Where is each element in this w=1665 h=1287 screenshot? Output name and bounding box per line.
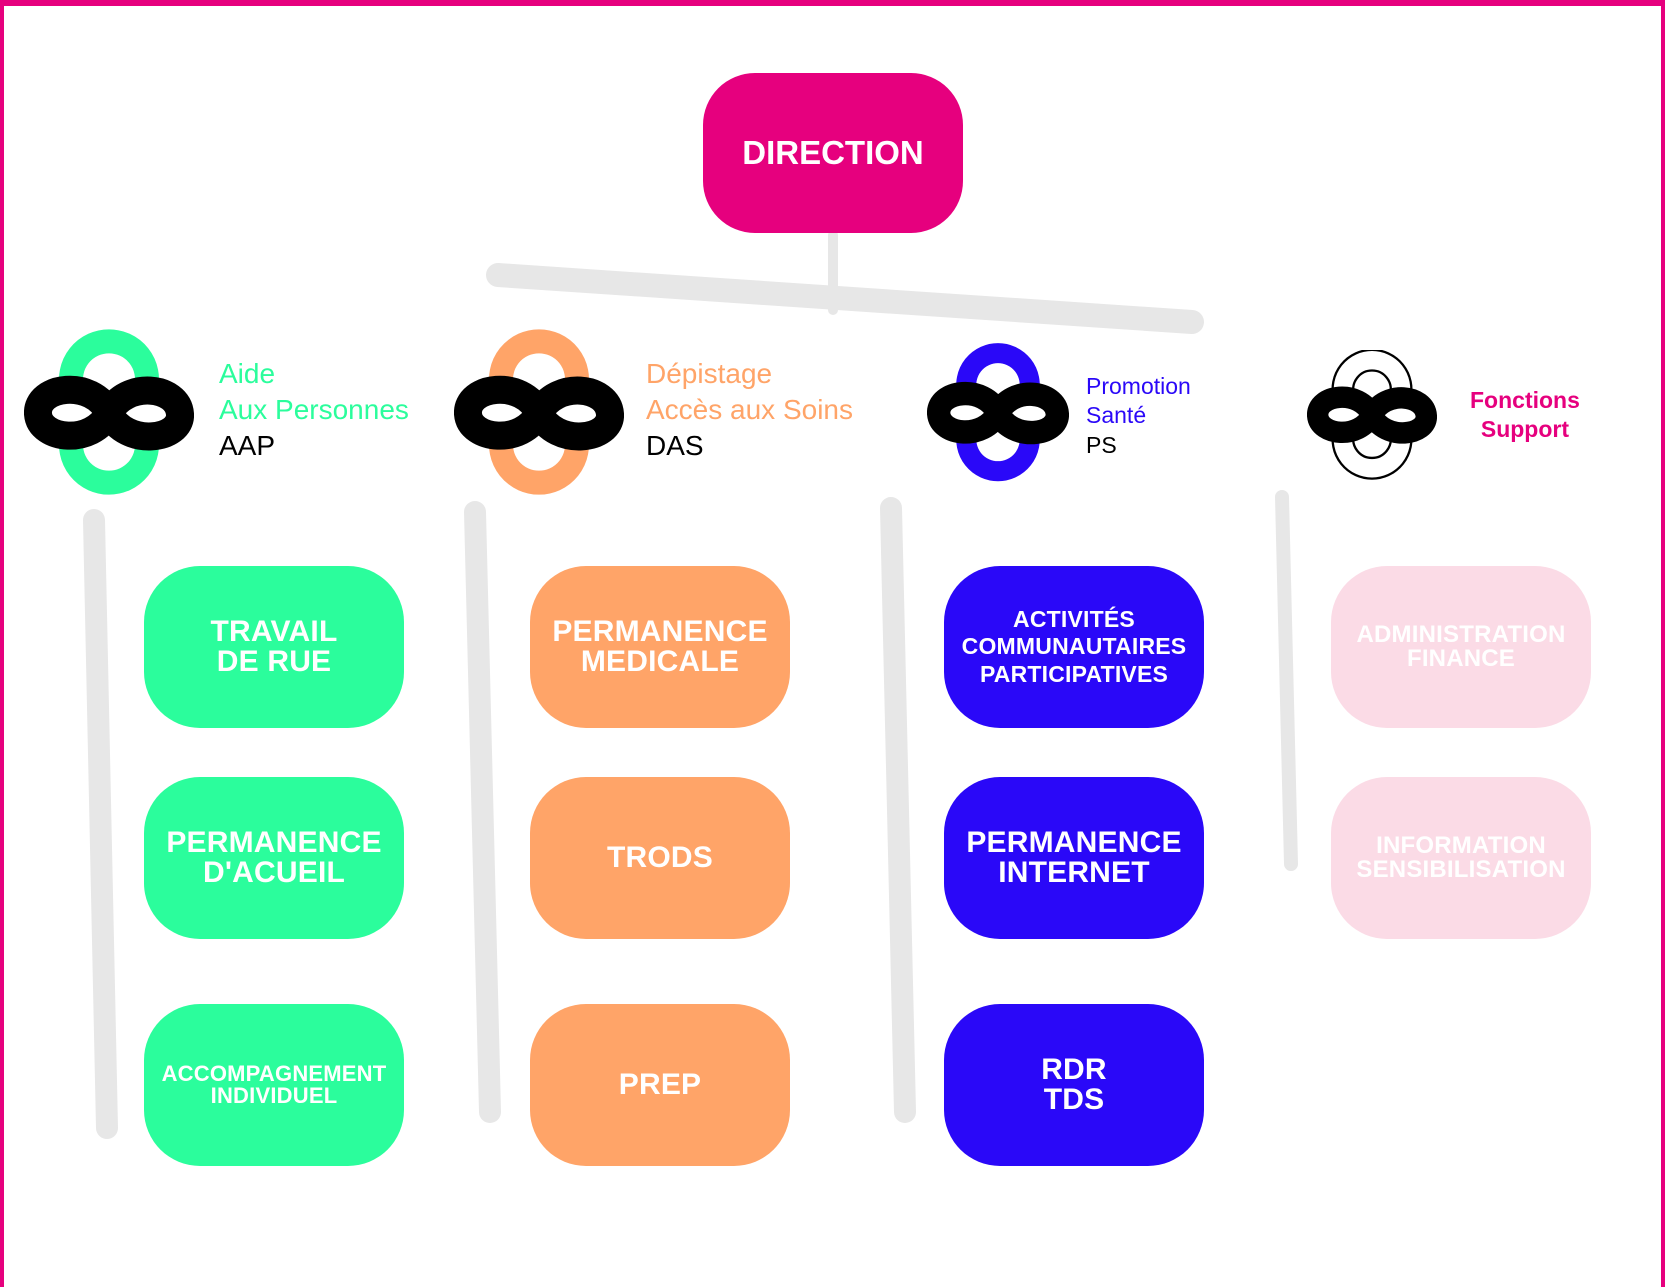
service-permanence-accueil: PERMANENCE D'ACUEIL — [144, 777, 404, 939]
das-label-line1: Dépistage — [646, 358, 773, 389]
ps-code: PS — [1086, 431, 1117, 458]
horizontal-branch — [486, 263, 1204, 334]
das-label: Dépistage Accès aux Soins DAS — [646, 356, 853, 463]
aap-label-line2: Aux Personnes — [219, 393, 409, 425]
das-label-line2: Accès aux Soins — [646, 393, 853, 425]
aap-label-line1: Aide — [219, 358, 276, 389]
service-activites-communautaires: ACTIVITÉS COMMUNAUTAIRES PARTICIPATIVES — [944, 566, 1204, 728]
service-permanence-internet: PERMANENCE INTERNET — [944, 777, 1204, 939]
service-trods: TRODS — [530, 777, 790, 939]
service-permanence-medicale: PERMANENCE MEDICALE — [530, 566, 790, 728]
fs-label-line2: Support — [1480, 416, 1570, 443]
fs-label: Fonctions Support — [1470, 386, 1580, 445]
das-vertical-line — [464, 501, 501, 1123]
ps-label-line2: Santé — [1086, 402, 1147, 429]
service-information-sensibilisation: INFORMATION SENSIBILISATION — [1331, 777, 1591, 939]
infinity-knot-orange-icon — [454, 329, 624, 495]
aap-label: Aide Aux Personnes AAP — [219, 356, 409, 463]
ps-label: Promotion Santé PS — [1086, 372, 1191, 460]
aap-code: AAP — [219, 429, 276, 461]
aap-vertical-line — [83, 509, 118, 1139]
fs-label-line1: Fonctions — [1470, 387, 1580, 413]
service-administration-finance: ADMINISTRATION FINANCE — [1331, 566, 1591, 728]
service-rdr-tds: RDR TDS — [944, 1004, 1204, 1166]
service-prep: PREP — [530, 1004, 790, 1166]
infinity-knot-blue-icon — [927, 343, 1069, 482]
ps-label-line1: Promotion — [1086, 373, 1191, 399]
fs-vertical-line — [1275, 490, 1298, 871]
infinity-knot-green-icon — [24, 329, 194, 495]
infinity-knot-outline-icon — [1307, 350, 1437, 480]
ps-vertical-line — [880, 497, 916, 1123]
service-accompagnement-individuel: ACCOMPAGNEMENT INDIVIDUEL — [144, 1004, 404, 1166]
direction-box: DIRECTION — [703, 73, 963, 233]
das-code: DAS — [646, 429, 704, 461]
service-travail-de-rue: TRAVAIL DE RUE — [144, 566, 404, 728]
